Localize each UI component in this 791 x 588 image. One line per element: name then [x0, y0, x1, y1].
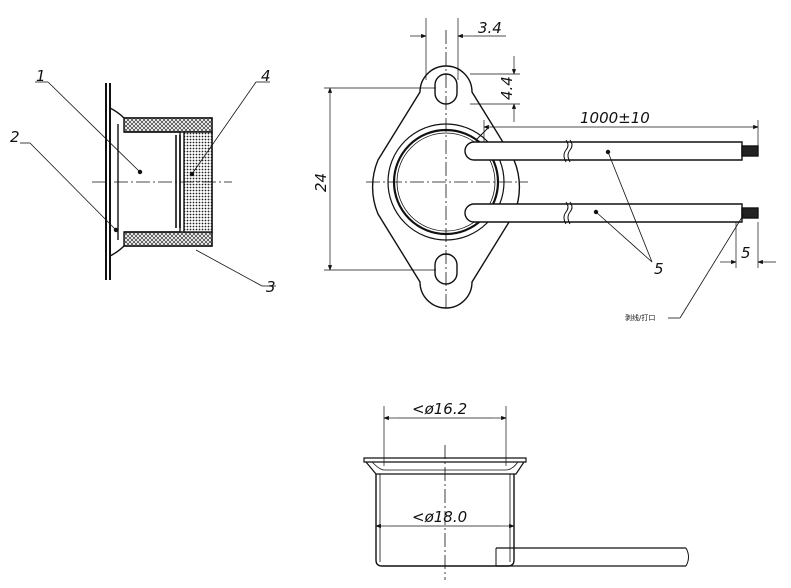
dim-hole-height: 4.4 — [498, 76, 516, 100]
callout-3: 3 — [266, 278, 276, 296]
dim-height: 24 — [312, 173, 330, 192]
dim-hole-pitch: 3.4 — [478, 19, 502, 37]
callout-1: 1 — [36, 67, 46, 85]
flange-top — [363, 457, 527, 463]
dim-lead-length: 1000±10 — [580, 109, 650, 127]
strip-note: 剥线/打口 — [625, 313, 655, 322]
callout-4: 4 — [261, 67, 271, 85]
lead-wire-top — [464, 141, 743, 161]
lead-wire-bottom — [464, 203, 743, 223]
bimetal-disc — [175, 135, 181, 228]
callout-5: 5 — [654, 260, 664, 278]
insulation-top — [123, 117, 213, 133]
insulation-bottom — [123, 231, 213, 247]
top-plan-view — [324, 18, 776, 319]
stripped-end-bottom — [741, 207, 759, 219]
flange-plate — [105, 83, 111, 280]
callout-2: 2 — [10, 128, 20, 146]
side-section-view — [20, 81, 276, 287]
dim-strip-length: 5 — [741, 244, 751, 262]
lead-wire-side — [496, 547, 686, 567]
bottom-elevation-view — [363, 406, 689, 580]
flange-outline — [371, 65, 521, 309]
stripped-end-top — [741, 145, 759, 157]
dim-body-diameter: <ø18.0 — [412, 508, 467, 526]
dim-flange-diameter: <ø16.2 — [412, 400, 467, 418]
